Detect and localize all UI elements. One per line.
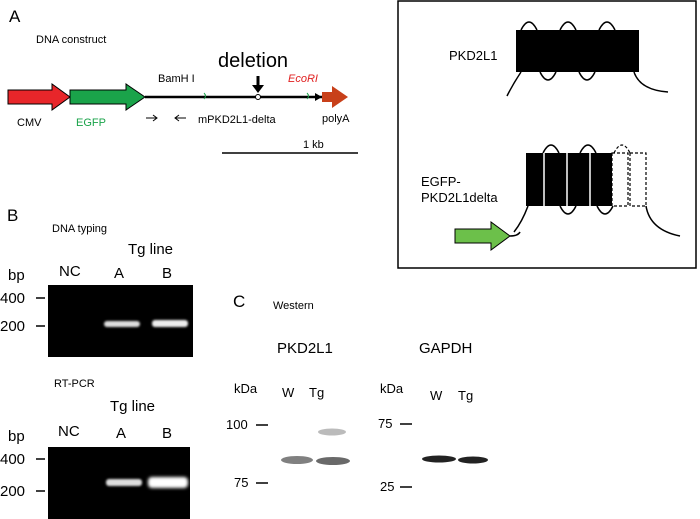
kda-100: 100 [226, 417, 248, 432]
egfp-arrow [69, 83, 146, 111]
rt-band-a [106, 479, 142, 486]
lane-a-rt: A [116, 425, 127, 442]
dna-typing-gel [48, 285, 193, 357]
construct-line-head [315, 93, 322, 101]
lane-b-rt: B [162, 425, 173, 442]
rt-pcr-title: RT-PCR [54, 378, 95, 390]
lane-w-gapdh: W [430, 388, 443, 403]
bp-label-rt: bp [8, 428, 25, 445]
cmv-arrow [7, 83, 71, 111]
panel-c-label: C [233, 292, 246, 311]
deletion-label: deletion [218, 50, 289, 72]
bp-label-dna: bp [8, 267, 25, 284]
dna-typing-title: DNA typing [52, 223, 108, 235]
panel-b-label: B [7, 206, 19, 225]
lane-b-dna: B [162, 265, 173, 282]
egfp-topology-arrow [454, 221, 511, 251]
gel-band-b [152, 320, 188, 327]
rt-band-b [148, 477, 188, 488]
gapdh-blot-title: GAPDH [419, 340, 473, 357]
ladder-400-rt: 400 [0, 451, 26, 468]
ladder-200-rt: 200 [0, 483, 26, 500]
deletion-site [255, 94, 261, 100]
tg-line-label-dna: Tg line [128, 241, 174, 258]
western-title: Western [273, 300, 314, 312]
egfp-label: EGFP [76, 117, 106, 129]
scale-label: 1 kb [303, 139, 324, 151]
polya-arrow [322, 86, 348, 108]
pkd2l1-topology [506, 21, 669, 97]
ladder-400-dna: 400 [0, 290, 26, 307]
rt-pcr-gel [48, 447, 190, 519]
tg-line-label-rt: Tg line [110, 398, 156, 415]
egfp-topology-label-2: PKD2L1delta [421, 190, 498, 205]
lane-nc-dna: NC [59, 263, 81, 280]
lane-tg-gapdh: Tg [458, 388, 474, 403]
kda-25: 25 [380, 479, 395, 494]
mpkd-label: mPKD2L1-delta [198, 114, 276, 126]
lane-w-pkd: W [282, 385, 295, 400]
pkd2l1-topology-label: PKD2L1 [449, 48, 498, 63]
western-bands [281, 428, 488, 465]
kda-label-pkd: kDa [234, 381, 258, 396]
bamhi-tick [203, 92, 206, 100]
bamhi-label: BamH I [158, 73, 195, 85]
polya-label: polyA [322, 113, 350, 125]
cmv-label: CMV [17, 117, 42, 129]
deletion-arrow-head [252, 85, 264, 93]
kda-75-gapdh: 75 [378, 416, 393, 431]
construct-title: DNA construct [36, 34, 107, 46]
pkd2l1-blot-title: PKD2L1 [277, 340, 333, 357]
lane-tg-pkd: Tg [309, 385, 325, 400]
kda-label-gapdh: kDa [380, 381, 404, 396]
ecori-label: EcoRI [288, 73, 318, 85]
panel-a-label: A [9, 7, 21, 26]
ecori-tick [306, 92, 309, 100]
egfp-topology-label-1: EGFP- [421, 174, 461, 189]
kda-75: 75 [234, 475, 249, 490]
gel-band-a [104, 321, 140, 327]
lane-a-dna: A [114, 265, 125, 282]
lane-nc-rt: NC [58, 423, 80, 440]
ladder-200-dna: 200 [0, 318, 26, 335]
egfp-pkd2l1delta-topology [509, 144, 681, 237]
